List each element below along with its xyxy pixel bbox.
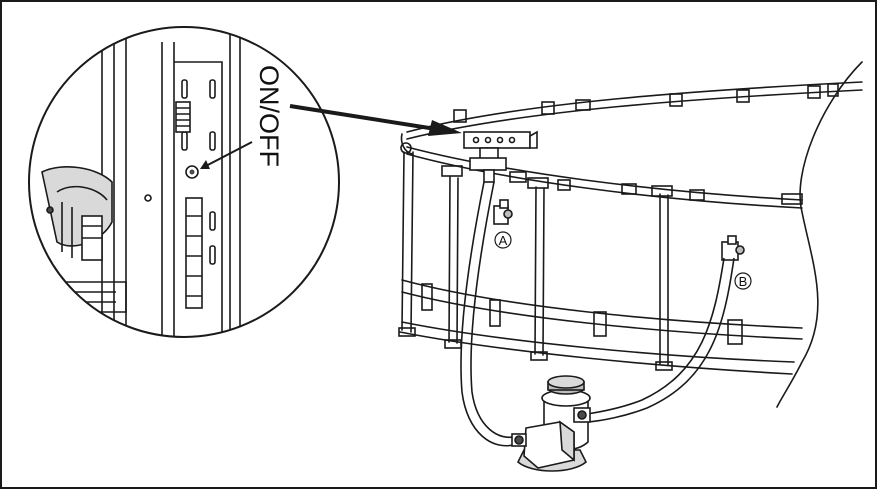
on-off-label: ON/OFF bbox=[254, 65, 284, 167]
outlet-valve-b bbox=[721, 235, 745, 261]
hoses bbox=[460, 181, 735, 447]
inlet-valve-a bbox=[493, 199, 513, 225]
magnifier-arrow bbox=[289, 104, 462, 136]
detail-magnifier: ON/OFF bbox=[28, 26, 340, 338]
callout-a: A bbox=[494, 231, 512, 249]
callout-b: B bbox=[734, 272, 752, 290]
switch-pointer-arrowhead bbox=[200, 160, 210, 169]
filter-pump bbox=[511, 375, 591, 472]
skimmer-bracket bbox=[463, 130, 538, 183]
callout-a-label: A bbox=[499, 233, 508, 248]
switch-pointer-line bbox=[201, 141, 253, 169]
callout-b-label: B bbox=[739, 274, 748, 289]
pool bbox=[398, 61, 863, 408]
